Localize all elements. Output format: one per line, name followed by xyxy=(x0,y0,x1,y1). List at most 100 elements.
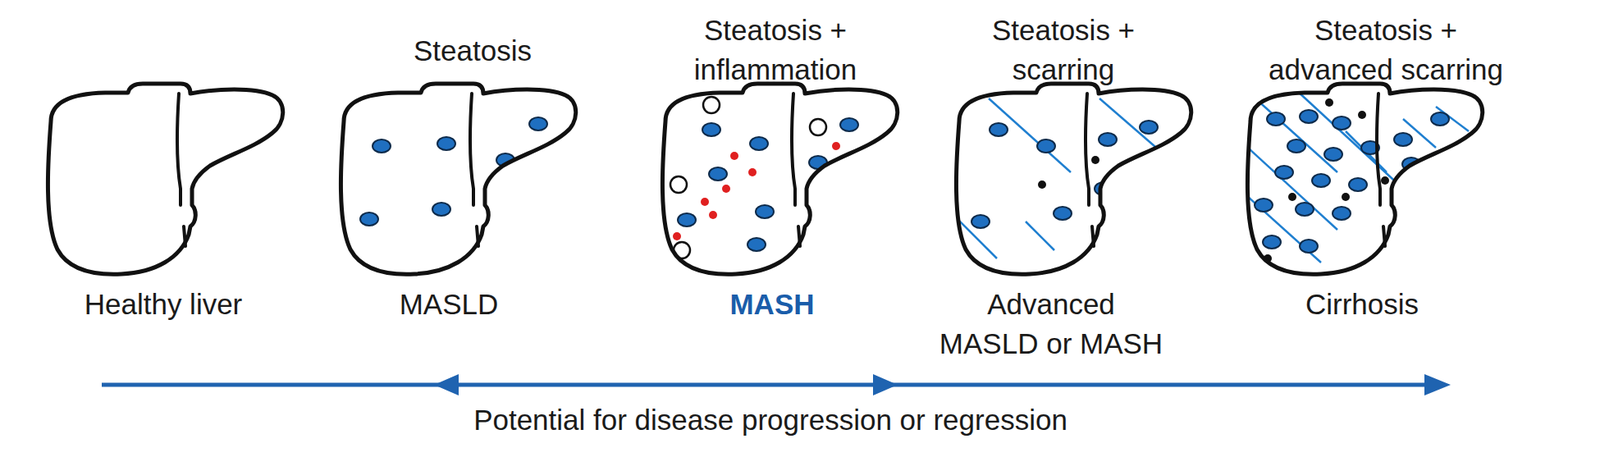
fat-droplet xyxy=(1348,178,1367,192)
inflammation-dot xyxy=(672,232,682,241)
liver-lobe-line xyxy=(1376,93,1386,247)
inflammation-dot xyxy=(722,184,731,193)
liver-group xyxy=(47,83,283,275)
stage-label: MASLD xyxy=(325,284,572,325)
fat-droplet xyxy=(1098,132,1117,147)
fat-droplet xyxy=(989,123,1008,137)
fat-droplet xyxy=(1299,109,1318,124)
fat-droplet xyxy=(529,117,548,131)
progression-line xyxy=(101,383,1433,388)
liver-stage: Steatosis + advanced scarringCirrhosis xyxy=(1204,0,1517,370)
liver-group xyxy=(947,83,1192,275)
stage-heading: Steatosis xyxy=(349,31,596,71)
fat-droplet xyxy=(1037,139,1056,153)
fat-droplet xyxy=(840,118,859,132)
fat-droplet xyxy=(1430,112,1450,126)
liver-group xyxy=(340,83,576,275)
stage-heading: Steatosis + scarring xyxy=(956,10,1171,90)
fat-droplet xyxy=(677,213,696,227)
fat-droplet xyxy=(755,205,774,219)
fat-droplet xyxy=(1275,165,1294,179)
liver-outline xyxy=(47,83,283,275)
fat-droplet xyxy=(1312,173,1331,188)
fat-droplet xyxy=(1262,235,1281,249)
fat-droplet xyxy=(1324,147,1343,161)
scar-line xyxy=(1238,139,1338,230)
scar-line xyxy=(988,98,1071,173)
inflammation-dot xyxy=(730,151,739,160)
inflammation-dot xyxy=(708,210,718,220)
progression-arrowhead xyxy=(873,374,898,396)
fat-droplet xyxy=(1254,198,1273,212)
stage-heading: Steatosis + advanced scarring xyxy=(1258,10,1514,90)
scar-line xyxy=(1025,221,1055,251)
ballooned-cell xyxy=(809,118,827,136)
liver-outline xyxy=(1247,83,1482,275)
cell-death-dot xyxy=(1325,98,1334,107)
stage-label: Cirrhosis xyxy=(1238,284,1486,325)
cell-death-dot xyxy=(1341,192,1350,202)
fat-droplet xyxy=(1139,120,1158,134)
fat-droplet xyxy=(437,137,456,151)
cell-death-dot xyxy=(1091,155,1100,165)
liver-contents xyxy=(360,117,548,226)
cell-death-dot xyxy=(1357,110,1367,119)
liver-outline xyxy=(340,83,576,275)
liver-group xyxy=(662,83,897,275)
liver-lobe-line xyxy=(177,93,186,247)
inflammation-dot xyxy=(832,141,841,151)
fat-droplet xyxy=(1266,112,1285,126)
fat-droplet xyxy=(372,139,391,153)
liver-outline xyxy=(662,83,897,275)
ballooned-cell xyxy=(703,96,720,114)
liver-group xyxy=(1238,83,1483,275)
stage-label: MASH xyxy=(649,284,896,325)
liver-stage: Healthy liver xyxy=(4,0,317,370)
liver-fill xyxy=(47,83,283,275)
scar-line xyxy=(1296,90,1404,189)
scar-line xyxy=(1099,98,1162,152)
liver-stage: Steatosis + scarringAdvanced MASLD or MA… xyxy=(913,0,1226,370)
liver-lobe-line xyxy=(470,93,479,247)
fat-droplet xyxy=(360,212,379,226)
fat-droplet xyxy=(749,137,768,151)
fat-droplet xyxy=(1332,116,1351,130)
fat-droplet xyxy=(702,123,721,137)
fat-droplet xyxy=(1295,202,1314,216)
liver-contents xyxy=(947,98,1162,259)
fat-droplet xyxy=(747,237,766,252)
liver-lobe-line xyxy=(1085,93,1094,247)
fat-droplet xyxy=(1299,239,1318,253)
cell-death-dot xyxy=(1037,180,1047,189)
scar-line xyxy=(947,209,997,259)
liver-contents xyxy=(670,96,859,259)
stage-heading: Steatosis + inflammation xyxy=(652,10,899,90)
liver-stage: SteatosisMASLD xyxy=(297,0,610,370)
stage-label: Advanced MASLD or MASH xyxy=(937,284,1166,364)
scar-line xyxy=(1255,98,1338,173)
liver-stage: Steatosis + inflammationMASH xyxy=(619,0,932,370)
liver-fill xyxy=(1247,83,1482,275)
fat-droplet xyxy=(1053,206,1072,220)
liver-contents xyxy=(1238,90,1469,263)
liver-fill xyxy=(955,83,1191,275)
liver-outline xyxy=(955,83,1191,275)
inflammation-dot xyxy=(700,197,709,206)
fat-droplet xyxy=(708,167,727,181)
regression-arrowhead xyxy=(434,374,459,396)
fat-droplet xyxy=(1287,139,1306,153)
scar-line xyxy=(1345,131,1387,173)
liver-fill xyxy=(340,83,576,275)
fat-droplet xyxy=(1332,206,1351,220)
cell-death-dot xyxy=(1288,192,1297,202)
fat-droplet xyxy=(1394,132,1413,147)
fat-droplet xyxy=(432,202,451,216)
ballooned-cell xyxy=(670,176,687,193)
fat-droplet xyxy=(971,214,990,229)
progression-arrowhead xyxy=(1424,374,1451,396)
cell-death-dot xyxy=(1380,176,1390,185)
liver-fill xyxy=(662,83,897,275)
inflammation-dot xyxy=(748,168,757,177)
liver-lobe-line xyxy=(791,93,800,247)
